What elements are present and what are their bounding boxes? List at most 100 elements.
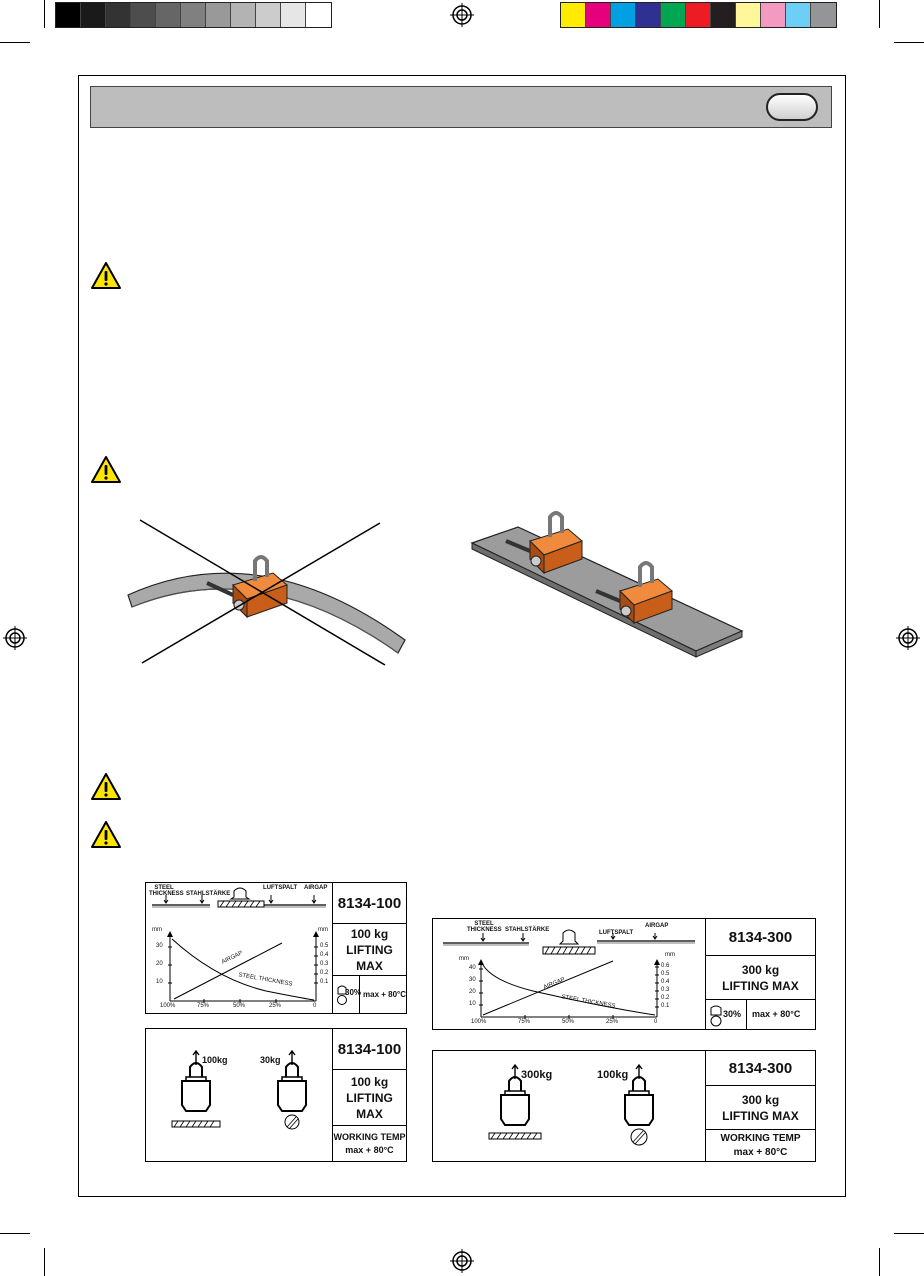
lifting-max-text: LIFTING MAX bbox=[346, 942, 393, 974]
stahlstarke-label: STAHLSTÄRKE bbox=[186, 891, 231, 897]
y2-tick: 0.1 bbox=[661, 1003, 670, 1009]
capacity-airgap-graph bbox=[443, 929, 695, 1019]
section-header-bar bbox=[90, 86, 832, 128]
y2-tick: 0.4 bbox=[320, 952, 329, 958]
airgap-label: AIRGAP bbox=[645, 923, 669, 929]
registration-mark-icon bbox=[450, 1249, 474, 1273]
working-temp-title: WORKING TEMP bbox=[333, 1131, 406, 1142]
round-load-value: 100kg bbox=[597, 1069, 629, 1081]
y2-tick: 0.5 bbox=[661, 971, 670, 977]
y2-tick: 0.2 bbox=[661, 995, 670, 1001]
y-tick: 10 bbox=[469, 1001, 476, 1007]
magnet-lifter bbox=[505, 511, 583, 575]
magnet-lifter bbox=[206, 555, 288, 619]
y2-tick: 0.3 bbox=[661, 987, 670, 993]
flat-load-value: 300kg bbox=[521, 1069, 553, 1081]
capacity-value: 300 kg bbox=[741, 1092, 780, 1107]
working-temp-cell: WORKING TEMP max + 80°C bbox=[706, 1129, 815, 1161]
magnet-round-icon bbox=[710, 1005, 722, 1027]
working-temp-title: WORKING TEMP bbox=[720, 1132, 801, 1144]
x-tick: 100% bbox=[160, 1003, 176, 1009]
y2-tick: 0.3 bbox=[320, 961, 329, 967]
registration-mark-icon bbox=[3, 626, 27, 650]
gray-color-bar bbox=[55, 2, 332, 28]
x-tick: 50% bbox=[233, 1003, 246, 1009]
two-magnets-long-sheet-illustration bbox=[470, 511, 744, 658]
model-number: 8134-300 bbox=[728, 1059, 793, 1077]
working-temp-cell: WORKING TEMP max + 80°C bbox=[333, 1125, 406, 1161]
process-color-bar bbox=[560, 2, 837, 28]
luftspalt-label: LUFTSPALT bbox=[599, 930, 634, 936]
working-temp-value: max + 80°C bbox=[345, 1144, 394, 1155]
x-tick: 25% bbox=[269, 1003, 282, 1009]
magnet-round-icon bbox=[337, 985, 347, 1005]
warning-triangle-icon bbox=[91, 773, 121, 800]
load-label-8134-300: 300kg 100kg 8134-300 300 kg LIFTING MAX … bbox=[432, 1050, 816, 1162]
mm-unit-right: mm bbox=[318, 927, 328, 933]
steel-thickness-label: STEEL THICKNESS bbox=[467, 921, 502, 934]
x-tick: 50% bbox=[562, 1019, 575, 1025]
max-temp: max + 80°C bbox=[363, 990, 407, 999]
model-number: 8134-100 bbox=[337, 894, 402, 912]
label-right-column: 8134-100 100 kg LIFTING MAX 30% max + 80… bbox=[332, 883, 406, 1013]
language-tab-pill bbox=[766, 93, 818, 121]
y2-tick: 0.5 bbox=[320, 943, 329, 949]
mm-unit-left: mm bbox=[152, 927, 162, 933]
crop-mark bbox=[894, 1233, 924, 1234]
y-tick: 40 bbox=[469, 965, 476, 971]
curved-sheet-crossed-out-illustration bbox=[127, 519, 406, 666]
crop-mark bbox=[879, 1248, 880, 1276]
mm-unit-right: mm bbox=[665, 952, 675, 958]
crop-mark bbox=[0, 42, 30, 43]
percent-value: 30% bbox=[723, 1009, 742, 1019]
steel-thickness-label: STEEL THICKNESS bbox=[149, 885, 184, 898]
bottom-row: 30% max + 80°C bbox=[706, 999, 815, 1029]
lifting-capacity: 300 kg LIFTING MAX bbox=[706, 1085, 815, 1130]
lifting-capacity: 100 kg LIFTING MAX bbox=[333, 1069, 406, 1126]
spec-label-8134-300: STEEL THICKNESS STAHLSTÄRKE LUFTSPALT AI… bbox=[432, 918, 816, 1030]
airgap-label: AIRGAP bbox=[304, 885, 328, 891]
x-tick: 75% bbox=[518, 1019, 531, 1025]
y-tick: 30 bbox=[156, 943, 163, 949]
y-tick: 10 bbox=[156, 979, 163, 985]
registration-mark-icon bbox=[450, 3, 474, 27]
y-tick: 30 bbox=[469, 977, 476, 983]
lifting-capacity: 300 kg LIFTING MAX bbox=[706, 955, 815, 1000]
crop-mark bbox=[879, 0, 880, 28]
mm-unit-left: mm bbox=[459, 956, 469, 962]
lifting-max-text: LIFTING MAX bbox=[346, 1090, 393, 1122]
flat-vs-round-load-diagram bbox=[171, 1049, 307, 1130]
flat-load-value: 100kg bbox=[202, 1055, 228, 1065]
x-tick: 0 bbox=[313, 1003, 317, 1009]
flat-vs-round-load-diagram bbox=[488, 1063, 654, 1146]
stahlstarke-label: STAHLSTÄRKE bbox=[505, 927, 550, 933]
percent-value: 30% bbox=[345, 988, 362, 997]
y2-tick: 0.2 bbox=[320, 970, 329, 976]
capacity-airgap-graph bbox=[152, 887, 326, 1003]
y-tick: 20 bbox=[469, 989, 476, 995]
y2-tick: 0.1 bbox=[320, 979, 329, 985]
model-number: 8134-100 bbox=[337, 1040, 402, 1058]
luftspalt-label: LUFTSPALT bbox=[263, 885, 298, 891]
lifting-max-text: LIFTING MAX bbox=[722, 1109, 799, 1123]
round-load-value: 30kg bbox=[260, 1055, 281, 1065]
working-temp-value: max + 80°C bbox=[733, 1146, 788, 1158]
capacity-value: 100 kg bbox=[350, 1074, 389, 1089]
label-right-column: 8134-100 100 kg LIFTING MAX WORKING TEMP… bbox=[332, 1029, 406, 1161]
label-right-column: 8134-300 300 kg LIFTING MAX 30% max + 80… bbox=[705, 919, 815, 1029]
x-tick: 75% bbox=[197, 1003, 210, 1009]
warning-triangle-icon bbox=[91, 456, 121, 483]
page-frame bbox=[78, 75, 846, 1197]
label-right-column: 8134-300 300 kg LIFTING MAX WORKING TEMP… bbox=[705, 1051, 815, 1161]
crop-mark bbox=[894, 42, 924, 43]
x-tick: 100% bbox=[471, 1019, 487, 1025]
capacity-value: 100 kg bbox=[350, 926, 389, 941]
y2-tick: 0.6 bbox=[661, 963, 670, 969]
warning-triangle-icon bbox=[91, 262, 121, 289]
capacity-value: 300 kg bbox=[741, 962, 780, 977]
registration-mark-icon bbox=[896, 626, 920, 650]
max-temp: max + 80°C bbox=[752, 1009, 801, 1019]
pct-cell: 30% bbox=[706, 1000, 747, 1029]
magnet-lifter bbox=[595, 561, 673, 625]
spec-label-8134-100: STEEL THICKNESS STAHLSTÄRKE LUFTSPALT AI… bbox=[145, 882, 407, 1014]
